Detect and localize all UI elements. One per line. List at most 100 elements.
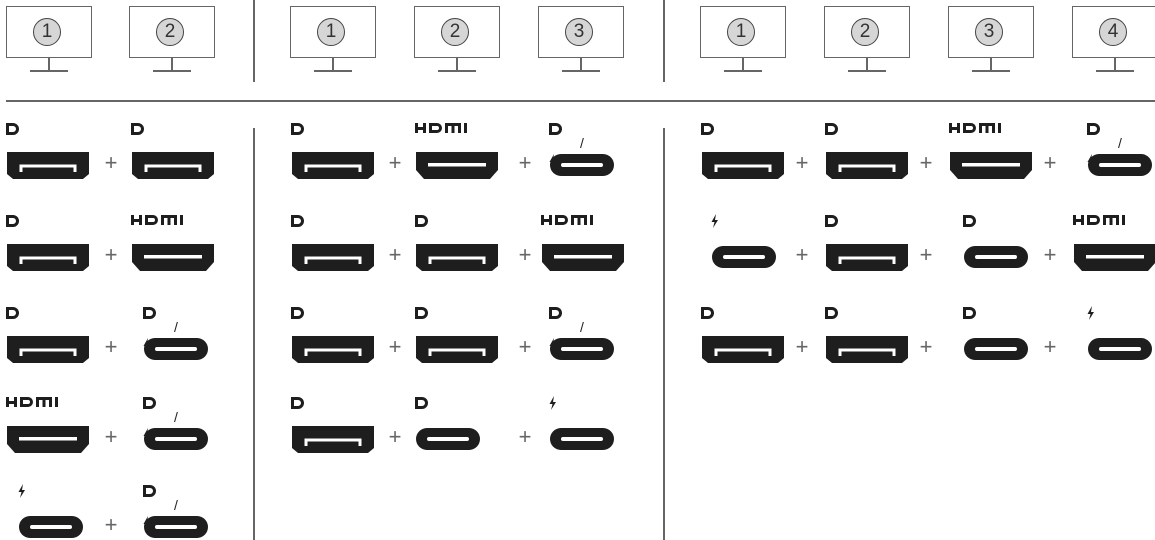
monitor-screen <box>948 6 1034 58</box>
plus-sign: + <box>388 150 402 175</box>
monitor-2-display-2: 2 <box>129 0 217 72</box>
monitor-neck <box>990 58 992 71</box>
monitor-number: 1 <box>317 18 345 46</box>
monitor-screen <box>414 6 500 58</box>
monitor-base <box>314 70 352 72</box>
hdmi-port-label <box>130 214 216 238</box>
plus-sign: + <box>104 512 118 537</box>
monitor-neck <box>48 58 50 71</box>
hdmi-port-icon <box>1072 242 1155 272</box>
hdmi-port-label <box>5 396 91 420</box>
plus-sign: + <box>1043 242 1057 267</box>
displayport-port-label <box>5 214 91 238</box>
displayport-thunderbolt-usbc-port-label: / <box>142 306 210 352</box>
displayport-port-icon <box>824 242 910 272</box>
thunderbolt-usbc-port-label <box>1086 306 1154 330</box>
hdmi-port-icon <box>948 150 1034 180</box>
displayport-port-icon <box>290 424 376 454</box>
displayport-port-label <box>824 306 910 330</box>
monitor-number: 3 <box>565 18 593 46</box>
monitor-screen <box>1072 6 1155 58</box>
hdmi-port-icon <box>130 242 216 272</box>
displayport-port-icon <box>5 242 91 272</box>
monitor-number: 3 <box>975 18 1003 46</box>
monitor-base <box>1096 70 1134 72</box>
monitor-neck <box>580 58 582 71</box>
displayport-thunderbolt-usbc-port-label: / <box>142 396 210 442</box>
plus-sign: + <box>919 150 933 175</box>
monitor-2-display-1: 1 <box>6 0 94 72</box>
plus-sign: + <box>388 424 402 449</box>
monitor-neck <box>1114 58 1116 71</box>
plus-sign: + <box>795 334 809 359</box>
header-divider <box>6 100 1155 102</box>
plus-sign: + <box>104 150 118 175</box>
plus-sign: + <box>919 242 933 267</box>
plus-sign: + <box>518 150 532 175</box>
displayport-port-icon <box>5 334 91 364</box>
monitor-number: 1 <box>727 18 755 46</box>
monitor-4-display-1: 1 <box>700 0 788 72</box>
monitor-screen <box>700 6 786 58</box>
displayport-port-icon <box>5 150 91 180</box>
displayport-thunderbolt-usbc-port-icon <box>142 336 210 362</box>
hdmi-port-label <box>1072 214 1155 238</box>
thunderbolt-usbc-port-icon <box>710 244 778 270</box>
displayport-port-icon <box>824 150 910 180</box>
hdmi-port-icon <box>540 242 626 272</box>
displayport-thunderbolt-usbc-port-label: / <box>1086 122 1154 168</box>
displayport-thunderbolt-usbc-port-icon <box>548 336 616 362</box>
displayport-usbc-port-icon <box>414 426 482 452</box>
plus-sign: + <box>1043 150 1057 175</box>
displayport-port-icon <box>414 334 500 364</box>
displayport-usbc-port-label <box>962 306 1030 330</box>
displayport-port-label <box>824 122 910 146</box>
displayport-usbc-port-label <box>962 214 1030 238</box>
monitor-number: 2 <box>156 18 184 46</box>
displayport-port-label <box>5 306 91 330</box>
monitor-base <box>30 70 68 72</box>
plus-sign: + <box>518 424 532 449</box>
displayport-thunderbolt-usbc-port-icon <box>142 426 210 452</box>
displayport-port-label <box>414 214 500 238</box>
displayport-usbc-port-icon <box>962 336 1030 362</box>
plus-sign: + <box>1043 334 1057 359</box>
monitor-3-display-3: 3 <box>538 0 626 72</box>
plus-sign: + <box>518 242 532 267</box>
monitor-neck <box>171 58 173 71</box>
monitor-base <box>153 70 191 72</box>
displayport-thunderbolt-usbc-port-label: / <box>548 122 616 168</box>
displayport-port-label <box>700 122 786 146</box>
monitor-neck <box>332 58 334 71</box>
thunderbolt-usbc-port-icon <box>1086 336 1154 362</box>
displayport-port-icon <box>290 334 376 364</box>
monitor-number: 1 <box>33 18 61 46</box>
thunderbolt-usbc-port-label <box>17 484 85 508</box>
column-divider-top-2 <box>663 0 665 82</box>
plus-sign: + <box>104 334 118 359</box>
displayport-thunderbolt-usbc-port-icon <box>1086 152 1154 178</box>
hdmi-port-icon <box>5 424 91 454</box>
displayport-port-icon <box>290 150 376 180</box>
displayport-port-label <box>290 306 376 330</box>
monitor-3-display-2: 2 <box>414 0 502 72</box>
monitor-neck <box>866 58 868 71</box>
displayport-port-icon <box>130 150 216 180</box>
monitor-4-display-4: 4 <box>1072 0 1155 72</box>
monitor-screen <box>6 6 92 58</box>
monitor-screen <box>129 6 215 58</box>
monitor-screen <box>290 6 376 58</box>
displayport-port-icon <box>414 242 500 272</box>
displayport-port-label <box>290 396 376 420</box>
plus-sign: + <box>388 242 402 267</box>
displayport-port-label <box>824 214 910 238</box>
column-divider-2 <box>663 128 665 540</box>
monitor-neck <box>456 58 458 71</box>
plus-sign: + <box>104 424 118 449</box>
hdmi-port-label <box>948 122 1034 146</box>
plus-sign: + <box>919 334 933 359</box>
displayport-thunderbolt-usbc-port-icon <box>548 152 616 178</box>
monitor-4-display-3: 3 <box>948 0 1036 72</box>
thunderbolt-usbc-port-label <box>548 396 616 420</box>
column-divider-top-1 <box>253 0 255 82</box>
